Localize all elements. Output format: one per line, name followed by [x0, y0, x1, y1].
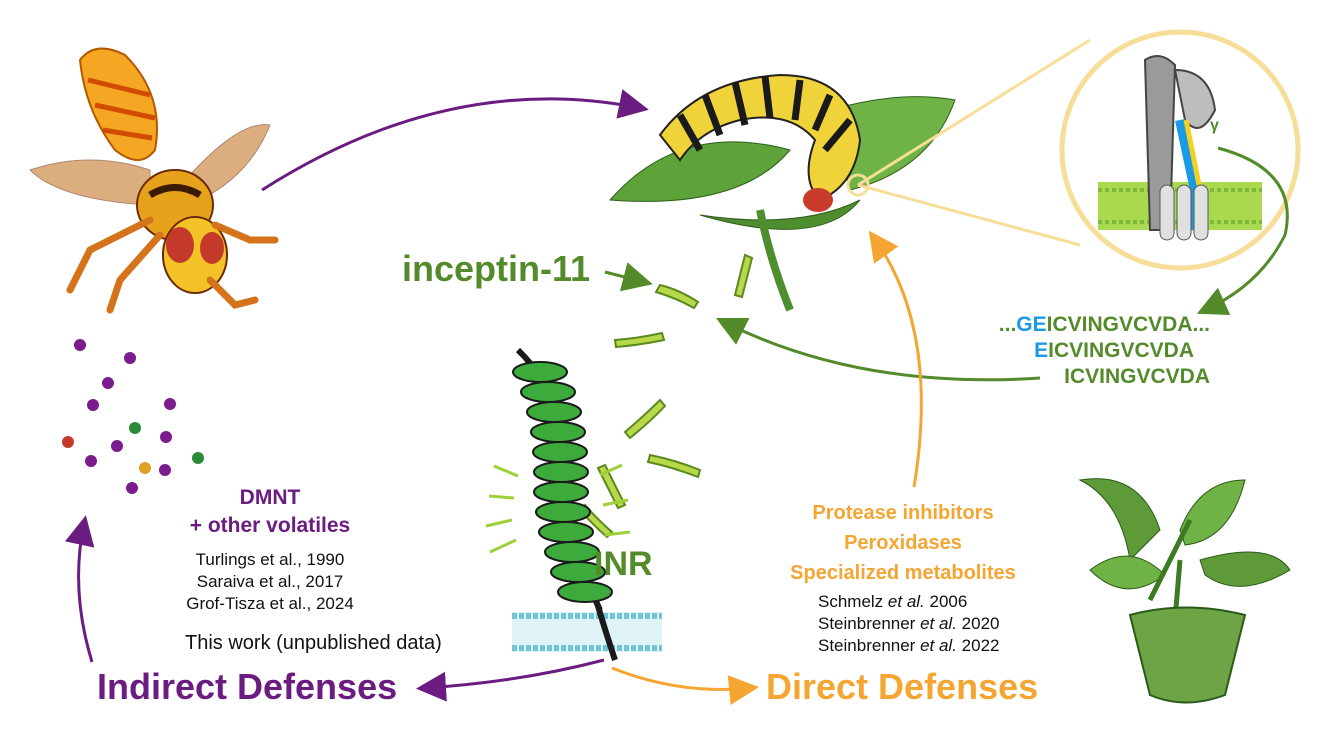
- sequence-body: ICVINGVCVDA: [1064, 365, 1210, 388]
- caterpillar-illustration: [608, 73, 956, 312]
- sequence-prefix: ...: [998, 313, 1017, 336]
- direct-item: Peroxidases: [844, 532, 962, 554]
- arrow-sequence-to-peptides: [715, 317, 1041, 382]
- arrow-indirect-to-volatiles: [64, 515, 95, 663]
- citation: Steinbrenner et al. 2020: [818, 613, 999, 635]
- citation-author: Steinbrenner: [818, 614, 921, 633]
- sequence-line: ICVINGVCVDA: [970, 364, 1210, 390]
- indirect-citations: Turlings et al., 1990 Saraiva et al., 20…: [165, 549, 375, 615]
- other-volatiles-label: + other volatiles: [189, 514, 351, 537]
- arrow-inr-to-indirect: [416, 658, 605, 702]
- arrow-receptor-to-sequence: [1196, 146, 1289, 315]
- arrow-direct-to-caterpillar: [868, 230, 923, 488]
- direct-item: Specialized metabolites: [790, 562, 1016, 584]
- receptor-zoom-circle: [846, 29, 1301, 271]
- citation-etal: et al.: [920, 614, 957, 633]
- citation: Schmelz et al. 2006: [818, 591, 999, 613]
- direct-item: Protease inhibitors: [812, 502, 994, 524]
- citation-year: 2006: [924, 592, 968, 611]
- wasp-illustration: [29, 47, 279, 314]
- inceptin-label: inceptin-11: [402, 248, 591, 289]
- sequence-highlight: GE: [1016, 313, 1047, 336]
- citation-etal: et al.: [920, 636, 957, 655]
- citation: Turlings et al., 1990: [195, 550, 345, 569]
- inr-receptor: [485, 347, 662, 661]
- volatiles-label: DMNT + other volatiles: [180, 484, 360, 540]
- sequence-highlight: E: [1034, 339, 1049, 362]
- indirect-defenses-label: Indirect Defenses: [97, 666, 398, 707]
- this-work-label: This work (unpublished data): [185, 632, 442, 654]
- citation-year: 2020: [956, 614, 1000, 633]
- citation: Grof-Tisza et al., 2024: [186, 594, 354, 613]
- citation-author: Steinbrenner: [818, 636, 921, 655]
- direct-defenses-list: Protease inhibitors Peroxidases Speciali…: [770, 498, 1036, 588]
- sequence-body: ICVINGVCVDA: [1048, 339, 1194, 362]
- direct-citations: Schmelz et al. 2006 Steinbrenner et al. …: [818, 591, 999, 657]
- arrow-inr-to-direct: [611, 666, 759, 706]
- sequence-line: EICVINGVCVDA: [970, 338, 1194, 364]
- citation-etal: et al.: [887, 592, 925, 611]
- sequence-body: ICVINGVCVDA...: [1046, 313, 1210, 336]
- plant-illustration: [1078, 478, 1291, 704]
- sequence-block: ...GEICVINGVCVDA... EICVINGVCVDA ICVINGV…: [970, 312, 1210, 390]
- citation: Steinbrenner et al. 2022: [818, 635, 999, 657]
- direct-defenses-label: Direct Defenses: [766, 666, 1039, 707]
- citation-author: Schmelz: [818, 592, 888, 611]
- inceptin-peptides: [578, 253, 754, 539]
- arrow-inceptin-to-peptides: [604, 262, 653, 292]
- dmnt-label: DMNT: [239, 486, 301, 509]
- arrow-wasp-to-caterpillar: [261, 89, 649, 192]
- volatile-molecules: [62, 339, 204, 494]
- citation-year: 2022: [956, 636, 1000, 655]
- inr-label: INR: [594, 545, 653, 583]
- citation: Saraiva et al., 2017: [196, 572, 344, 591]
- gamma-label: γ: [1210, 117, 1219, 134]
- sequence-line: ...GEICVINGVCVDA...: [970, 312, 1210, 338]
